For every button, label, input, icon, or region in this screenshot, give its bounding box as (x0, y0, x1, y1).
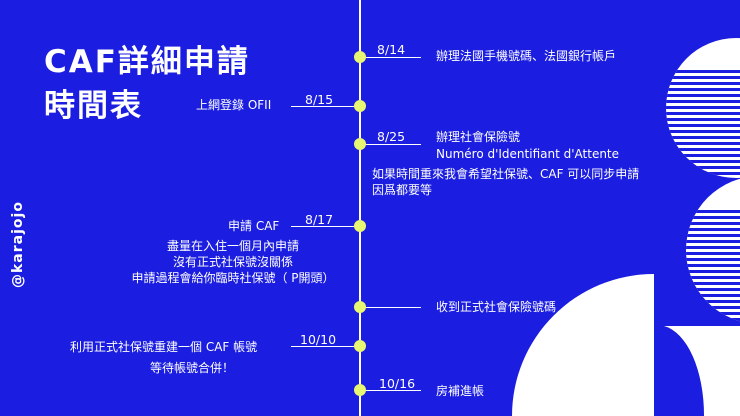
connector-line (361, 57, 421, 58)
striped-circle-top (666, 38, 740, 178)
note-line: 申請過程會給你臨時社保號（ P開頭） (131, 271, 335, 285)
timeline-spine (359, 0, 361, 416)
entry-event: 上網登錄 OFII (196, 98, 272, 112)
connector-line (361, 144, 421, 145)
note-line: 盡量在入住一個月內申請 (166, 239, 299, 253)
entry-note: 如果時間重來我會希望社保號、CAF 可以同步申請 因爲都要等 (372, 166, 639, 198)
note-line: 如果時間重來我會希望社保號、CAF 可以同步申請 (372, 167, 640, 181)
connector-line (361, 307, 421, 308)
timeline-dot (354, 384, 366, 396)
title-line-1: CAF詳細申請 (44, 44, 250, 80)
connector-line (291, 226, 359, 227)
note-line: 因爲都要等 (372, 183, 433, 197)
author-handle: @karajojo (10, 201, 26, 288)
entry-event: 利用正式社保號重建一個 CAF 帳號 (70, 340, 258, 354)
timeline-dot (354, 340, 366, 352)
title-line-2: 時間表 (44, 88, 143, 124)
timeline-dot (354, 220, 366, 232)
striped-circle-bottom (686, 176, 740, 324)
entry-date: 8/17 (305, 212, 334, 227)
entry-event: 辦理法國手機號碼、法國銀行帳戶 (436, 49, 617, 63)
timeline-dot (354, 100, 366, 112)
entry-date: 8/15 (305, 92, 334, 107)
entry-event-french: Numéro d'Identifiant d'Attente (436, 147, 620, 161)
connector-line (291, 106, 359, 107)
entry-note: 盡量在入住一個月內申請 沒有正式社保號沒關係 申請過程會給你臨時社保號（ P開頭… (118, 238, 348, 286)
entry-date: 8/25 (377, 129, 406, 144)
entry-date: 8/14 (377, 42, 406, 57)
note-line: 沒有正式社保號沒關係 (172, 255, 293, 269)
entry-event: 辦理社會保險號 (436, 130, 521, 144)
entry-event: 房補進帳 (436, 384, 485, 398)
white-curve-shape (664, 326, 740, 416)
entry-event: 申請 CAF (228, 219, 280, 233)
white-quarter-circle (512, 274, 654, 416)
timeline-dot (354, 51, 366, 63)
connector-line (361, 390, 421, 391)
connector-line (291, 346, 359, 347)
timeline-dot (354, 301, 366, 313)
page-title: CAF詳細申請 時間表 (44, 40, 250, 128)
entry-note: 等待帳號合併！ (150, 360, 234, 376)
timeline-dot (354, 138, 366, 150)
entry-date: 10/16 (379, 376, 416, 391)
entry-event: 收到正式社會保險號碼 （ 15碼） (436, 300, 615, 314)
note-line: 等待帳號合併！ (150, 361, 235, 375)
entry-date: 10/10 (300, 332, 337, 347)
